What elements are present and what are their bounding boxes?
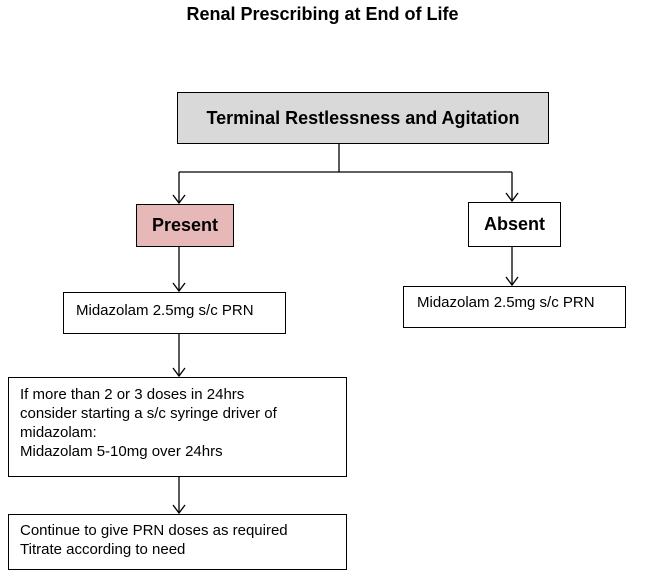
arrowhead-absent-step1 (505, 276, 519, 287)
arrowhead-absent (505, 192, 519, 203)
present-step2-line: If more than 2 or 3 doses in 24hrs (20, 386, 245, 403)
diagram-title: Renal Prescribing at End of Life (186, 4, 459, 24)
present-step2-line: consider starting a s/c syringe driver o… (20, 405, 277, 422)
absent-step1-text: Midazolam 2.5mg s/c PRN (417, 294, 595, 311)
present-step1-text: Midazolam 2.5mg s/c PRN (76, 302, 254, 319)
present-node-label: Present (151, 215, 219, 235)
absent-node-label: Absent (483, 214, 545, 234)
present-step3-line: Titrate according to need (20, 541, 186, 558)
absent-node: Absent (468, 202, 561, 247)
present-step3-line: Continue to give PRN doses as required (20, 522, 288, 539)
present-step2-line: midazolam: (20, 424, 97, 441)
present-step2-node: If more than 2 or 3 doses in 24hrs consi… (8, 377, 347, 477)
arrowhead-step1-step2 (172, 367, 186, 378)
present-step3-node: Continue to give PRN doses as required T… (8, 514, 347, 570)
arrowhead-step2-step3 (172, 504, 186, 515)
root-node-label: Terminal Restlessness and Agitation (206, 107, 520, 128)
present-node: Present (136, 204, 234, 247)
absent-step1-node: Midazolam 2.5mg s/c PRN (403, 286, 626, 328)
present-step1-node: Midazolam 2.5mg s/c PRN (63, 292, 286, 334)
arrowhead-present-step1 (172, 282, 186, 293)
arrowhead-present (172, 194, 186, 205)
present-step2-line: Midazolam 5-10mg over 24hrs (20, 443, 223, 460)
root-node: Terminal Restlessness and Agitation (177, 92, 549, 144)
